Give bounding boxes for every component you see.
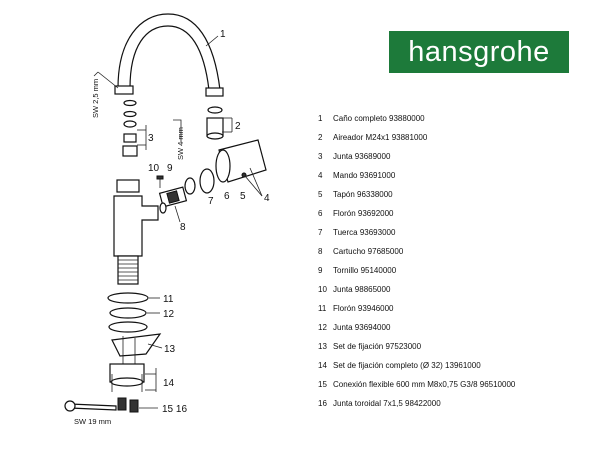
part-9-screw [156, 175, 164, 188]
part-description: Tuerca 93693000 [333, 228, 396, 237]
part-number: 3 [318, 152, 323, 161]
part-number: 9 [318, 266, 323, 275]
callout-9: 9 [167, 163, 173, 174]
list-item: 16 Junta toroidal 7x1,5 98422000 [318, 394, 598, 413]
part-8-cartridge [158, 186, 188, 208]
part-description: Tornillo 95140000 [333, 266, 397, 275]
list-item: 9 Tornillo 95140000 [318, 261, 598, 280]
part-number: 7 [318, 228, 323, 237]
part-description: Conexión flexible 600 mm M8x0,75 G3/8 96… [333, 380, 516, 389]
callout-3: 3 [148, 133, 154, 144]
parts-list: 1 Caño completo 93880000 2 Aireador M24x1 … [318, 109, 598, 413]
part-description: Junta 93689000 [333, 152, 391, 161]
list-item: 13 Set de fijación 97523000 [318, 337, 598, 356]
callout-1: 1 [220, 29, 226, 40]
list-item: 4 Mando 93691000 [318, 166, 598, 185]
list-item: 12 Junta 93694000 [318, 318, 598, 337]
part-number: 15 [318, 380, 327, 389]
exploded-view-diagram: SW 2,5 mm SW 4 mm [64, 13, 270, 426]
callout-15-16: 15 16 [162, 404, 187, 415]
list-item: 8 Cartucho 97685000 [318, 242, 598, 261]
list-item: 10 Junta 98865000 [318, 280, 598, 299]
list-item: 6 Florón 93692000 [318, 204, 598, 223]
callout-6: 6 [224, 191, 230, 202]
part-description: Cartucho 97685000 [333, 247, 404, 256]
callout-8: 8 [180, 222, 186, 233]
hex-key-small [93, 71, 119, 89]
part-description: Caño completo 93880000 [333, 114, 425, 123]
part-6-flange [199, 168, 215, 194]
callout-5: 5 [240, 191, 246, 202]
part-3-seals [122, 99, 138, 157]
label-sw-19: SW 19 mm [74, 417, 111, 426]
part-10-seal [159, 202, 167, 214]
part-description: Junta toroidal 7x1,5 98422000 [333, 399, 441, 408]
part-12-seal [108, 307, 148, 333]
part-11-flange [107, 292, 149, 304]
part-description: Tapón 96338000 [333, 190, 393, 199]
logo-text: hansgrohe [408, 35, 550, 68]
part-number: 14 [318, 361, 327, 370]
part-description: Set de fijación 97523000 [333, 342, 422, 351]
spout-drawing [114, 13, 224, 97]
part-description: Mando 93691000 [333, 171, 396, 180]
part-number: 13 [318, 342, 327, 351]
part-number: 4 [318, 171, 323, 180]
part-number: 10 [318, 285, 327, 294]
part-description: Aireador M24x1 93881000 [333, 133, 428, 142]
part-2-aerator [206, 106, 224, 140]
part-number: 1 [318, 114, 323, 123]
part-number: 11 [318, 304, 327, 313]
list-item: 14 Set de fijación completo (Ø 32) 139610… [318, 356, 598, 375]
spanner-tool [64, 400, 117, 412]
part-description: Set de fijación completo (Ø 32) 13961000 [333, 361, 481, 370]
part-number: 2 [318, 133, 323, 142]
callout-13: 13 [164, 344, 176, 355]
callout-4: 4 [264, 193, 270, 204]
hansgrohe-logo: hansgrohe [389, 31, 569, 73]
callout-14: 14 [163, 378, 175, 389]
hex-key-large [173, 119, 182, 142]
list-item: 15 Conexión flexible 600 mm M8x0,75 G3/8 … [318, 375, 598, 394]
part-number: 6 [318, 209, 323, 218]
part-description: Florón 93692000 [333, 209, 394, 218]
callout-2: 2 [235, 121, 241, 132]
part-description: Junta 93694000 [333, 323, 391, 332]
list-item: 3 Junta 93689000 [318, 147, 598, 166]
part-description: Junta 98865000 [333, 285, 391, 294]
label-sw-4: SW 4 mm [176, 127, 185, 160]
part-description: Florón 93946000 [333, 304, 394, 313]
part-15-16-hoses [117, 397, 139, 413]
part-number: 8 [318, 247, 323, 256]
part-7-nut [184, 177, 196, 195]
part-number: 5 [318, 190, 323, 199]
list-item: 11 Florón 93946000 [318, 299, 598, 318]
callout-12: 12 [163, 309, 175, 320]
part-13-fixing-set [111, 333, 162, 374]
part-4-handle [215, 139, 267, 183]
callout-11: 11 [163, 294, 174, 305]
part-number: 16 [318, 399, 327, 408]
list-item: 1 Caño completo 93880000 [318, 109, 598, 128]
list-item: 2 Aireador M24x1 93881000 [318, 128, 598, 147]
part-14-fixing-set [109, 363, 145, 392]
callout-10: 10 [148, 163, 160, 174]
part-number: 12 [318, 323, 327, 332]
list-item: 5 Tapón 96338000 [318, 185, 598, 204]
label-sw-2-5: SW 2,5 mm [91, 79, 100, 118]
list-item: 7 Tuerca 93693000 [318, 223, 598, 242]
callout-7: 7 [208, 196, 214, 207]
tap-body [113, 179, 159, 285]
